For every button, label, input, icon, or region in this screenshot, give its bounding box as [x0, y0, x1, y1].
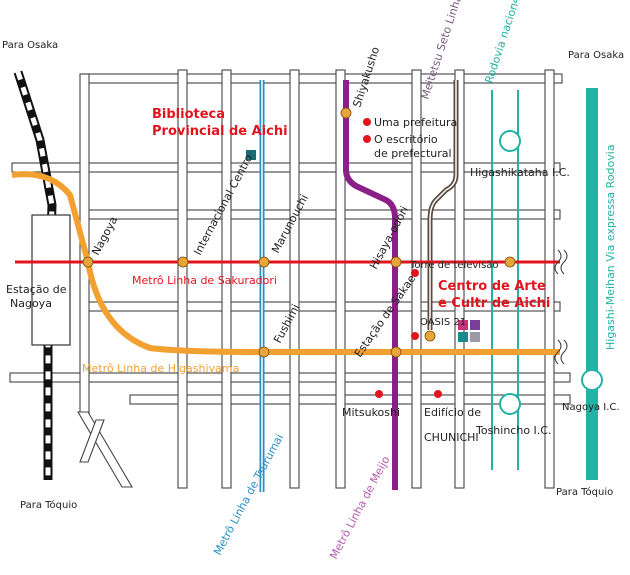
metro-stations	[82, 107, 516, 358]
label-biblioteca: Biblioteca	[152, 107, 225, 122]
label-nagoya-ic: Nagoya I.C.	[562, 402, 620, 413]
station-dot-icon	[258, 256, 270, 268]
station-dot-icon	[504, 256, 516, 268]
label-higashikataha: Higashikataha I.C.	[470, 166, 570, 179]
points-of-interest	[363, 118, 442, 398]
label-higashiyama-line: Metrô Linha de Higashiyama	[82, 362, 239, 375]
label-chunichi: Edifício de	[424, 406, 481, 419]
nagoya-station-building	[31, 214, 71, 346]
building-square-icon	[246, 150, 256, 160]
building-squares	[246, 150, 480, 342]
label-mitsukoshi: Mitsukoshi	[342, 406, 400, 419]
label-chunichi-2: CHUNICHI	[424, 431, 479, 444]
label-centro-arte: Centro de Arte	[438, 279, 546, 294]
station-dot-icon	[390, 256, 402, 268]
label-para-toquio-left: Para Tóquio	[20, 499, 77, 511]
label-nacion41: Rodovia nacion41	[482, 0, 525, 85]
label-toshincho: Toshincho I.C.	[475, 424, 551, 437]
station-dot-icon	[258, 346, 270, 358]
building-square-icon	[458, 320, 480, 342]
red-dot-icon	[363, 118, 371, 126]
label-biblioteca-2: Provincial de Aichi	[152, 124, 288, 139]
meijo-line	[343, 80, 398, 490]
red-dot-icon	[411, 332, 419, 340]
station-dot-icon	[82, 256, 94, 268]
label-escritorio: O escritório	[374, 133, 438, 146]
label-nagoya-station: Nagoya	[89, 214, 120, 257]
label-escritorio-2: de prefectural	[374, 147, 452, 160]
label-torre: Torre de televisão	[409, 260, 499, 271]
higashi-meihan-expressway	[586, 88, 598, 480]
label-para-toquio-right: Para Tóquio	[556, 486, 613, 498]
label-para-osaka-right: Para Osaka	[568, 50, 624, 61]
seto-line	[427, 80, 459, 330]
red-dot-icon	[411, 269, 419, 277]
interchanges	[499, 130, 603, 415]
label-oasis: OASIS 21	[420, 317, 466, 328]
station-dot-icon	[340, 107, 352, 119]
label-centro-arte-2: e Cultr de Aichi	[438, 296, 550, 311]
label-para-osaka-left: Para Osaka	[2, 40, 58, 51]
red-dot-icon	[375, 390, 383, 398]
higashiyama-line	[11, 171, 560, 355]
station-dot-icon	[390, 346, 402, 358]
line-break-marks	[554, 249, 568, 365]
red-dot-icon	[434, 390, 442, 398]
label-estacao-nagoya: Estação de	[6, 283, 67, 296]
label-estacao-nagoya-2: Nagoya	[10, 297, 52, 310]
interchange-circle-icon	[581, 369, 603, 391]
station-dot-icon	[177, 256, 189, 268]
label-estacao-sakae: Estação de Sakae	[352, 272, 419, 359]
interchange-circle-icon	[499, 393, 521, 415]
interchange-circle-icon	[499, 130, 521, 152]
label-sakuradori-line: Metrô Linha de Sakuradori	[132, 274, 277, 287]
label-prefeitura: Uma prefeitura	[374, 116, 457, 129]
red-dot-icon	[363, 135, 371, 143]
label-higashi-meihan: Higashi-Meihan Via expressa Rodovia	[604, 144, 617, 350]
station-dot-icon	[424, 330, 436, 342]
